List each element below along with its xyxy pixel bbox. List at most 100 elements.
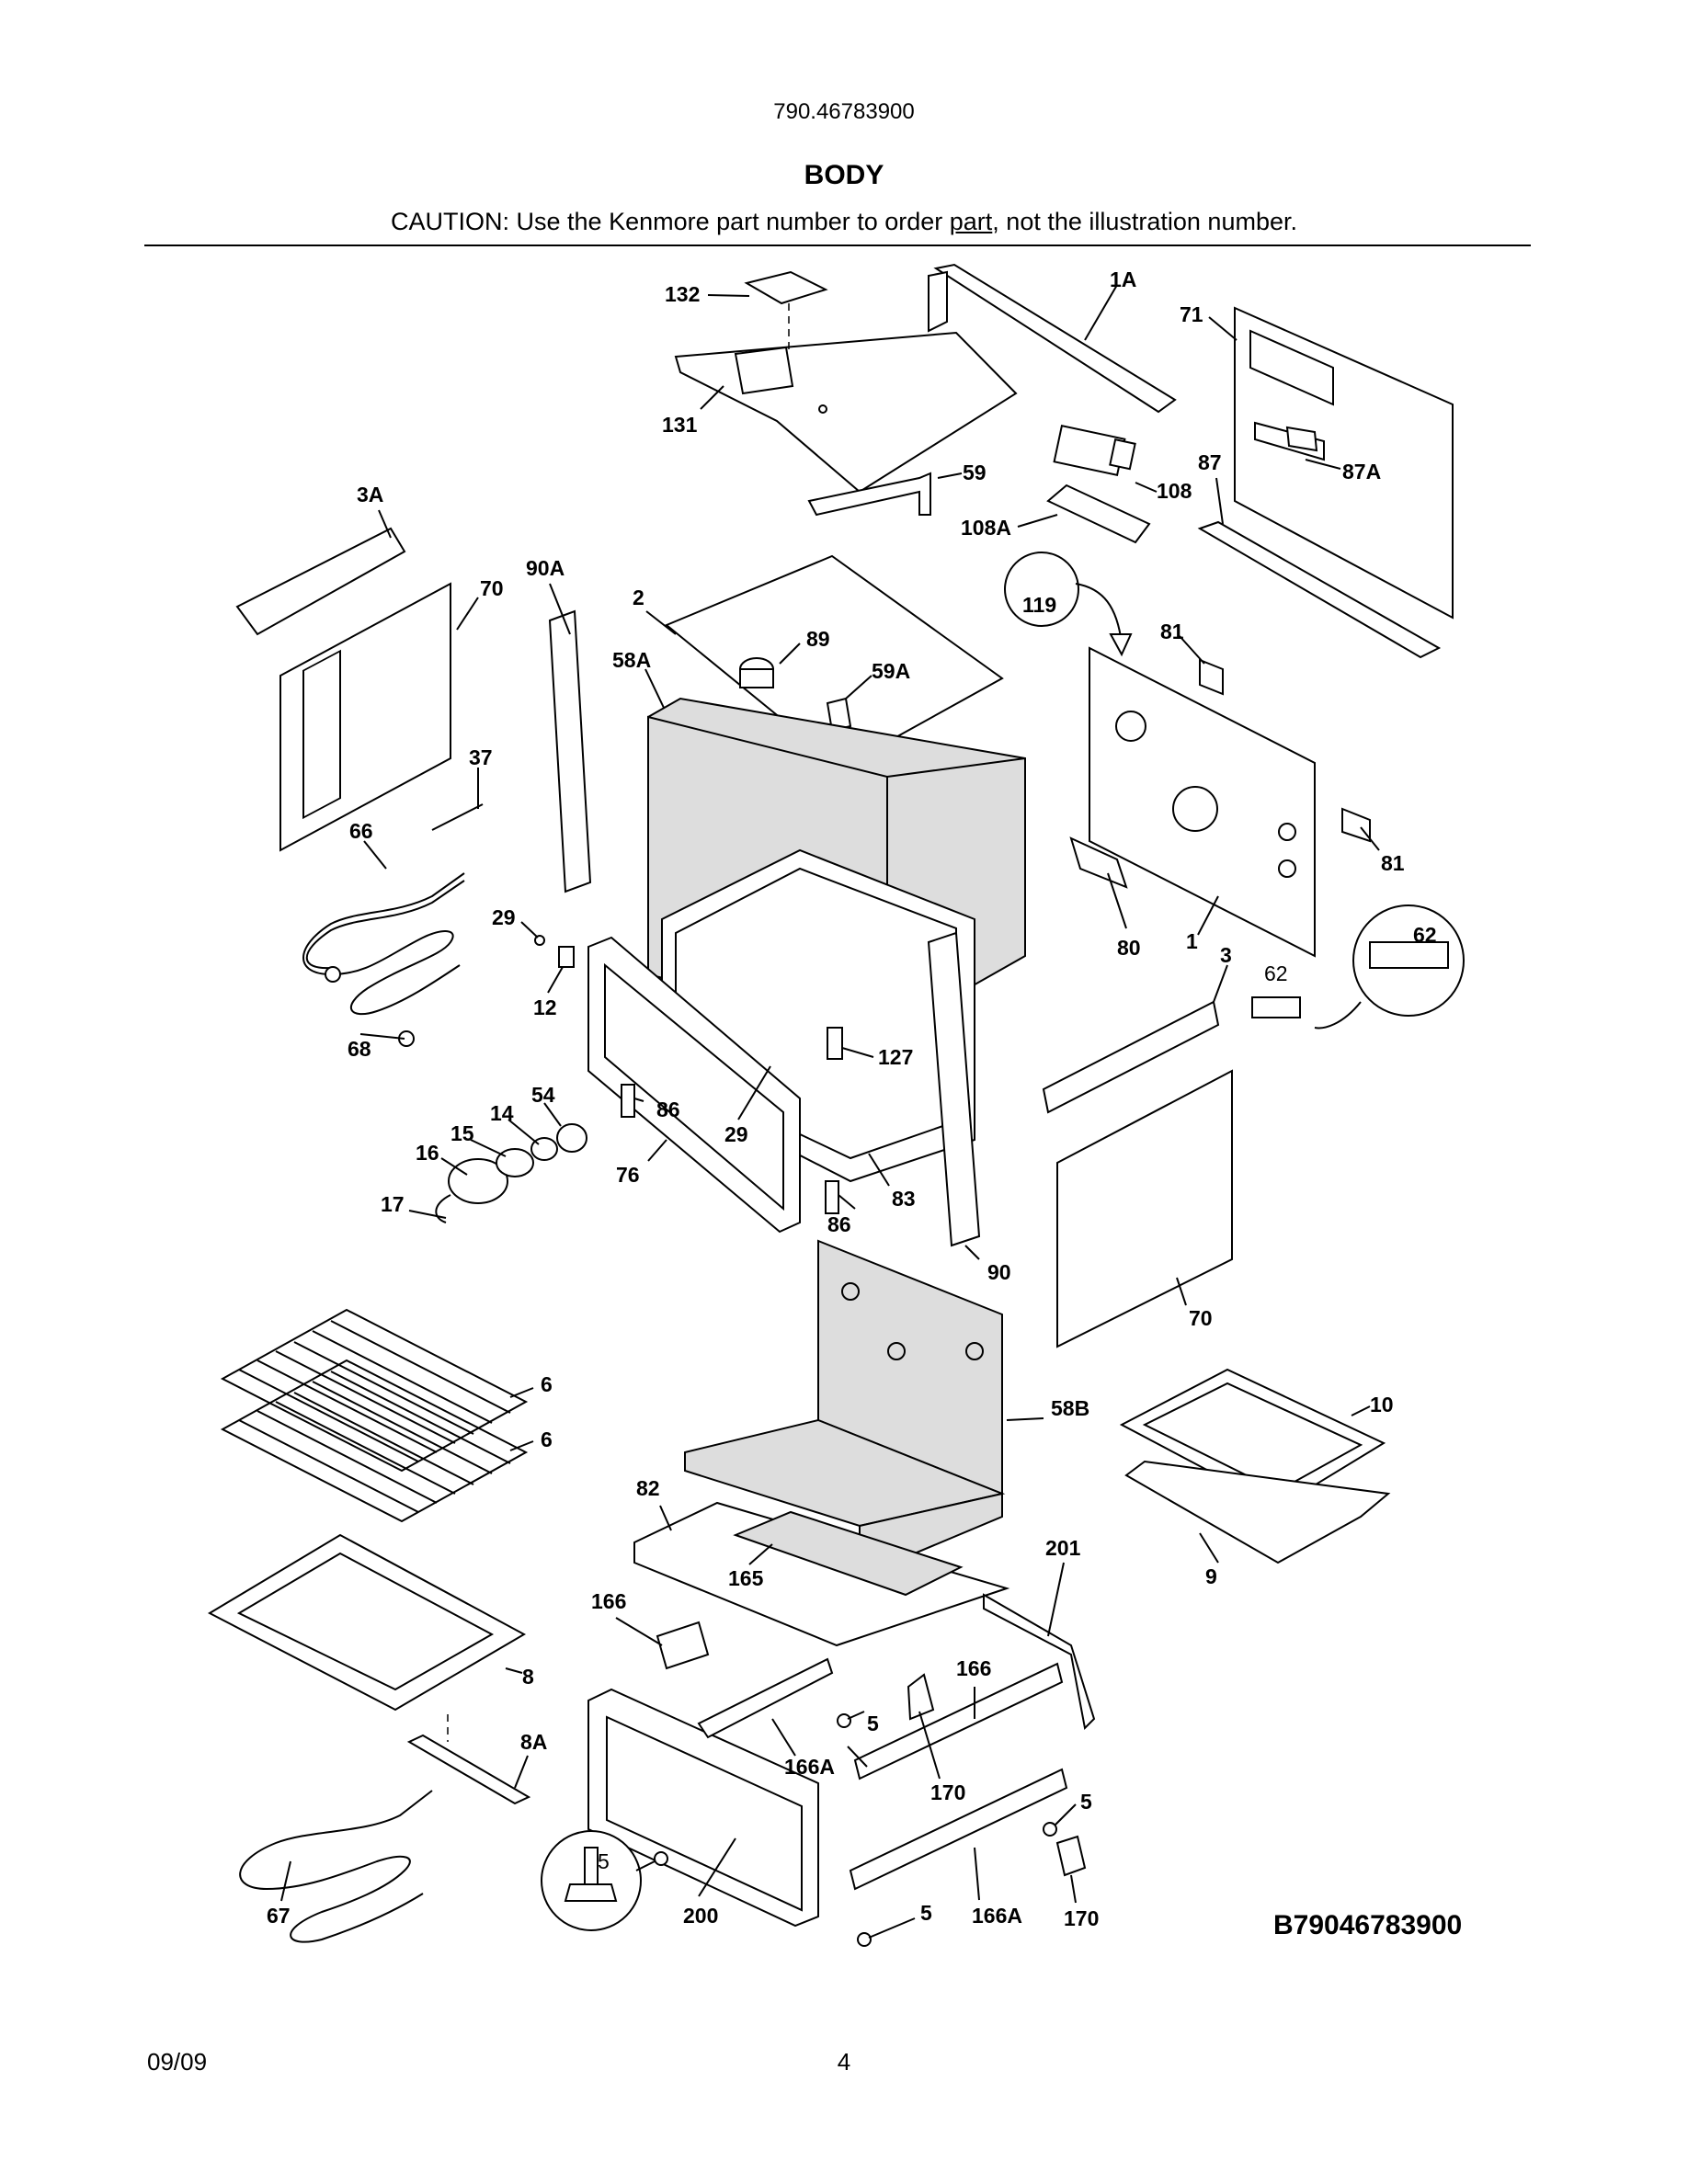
- front-frame-76: [587, 936, 801, 1234]
- label-5-leg: 5: [598, 1849, 610, 1873]
- label-6-top: 6: [541, 1372, 553, 1396]
- label-2: 2: [633, 586, 644, 609]
- label-3: 3: [1220, 943, 1232, 967]
- cover-54: [556, 1123, 587, 1153]
- label-37: 37: [469, 745, 493, 769]
- broiler-pan-9: [1124, 1460, 1391, 1564]
- light-socket-12: [558, 946, 575, 968]
- label-1: 1: [1186, 929, 1198, 953]
- label-87A: 87A: [1342, 460, 1381, 483]
- back-panel-71: [1234, 306, 1454, 620]
- label-5-a: 5: [867, 1712, 879, 1735]
- base-panel-82: [633, 1501, 1010, 1647]
- label-66: 66: [349, 819, 373, 843]
- bracket-170-bottom: [1055, 1835, 1087, 1877]
- label-86-top: 86: [656, 1098, 680, 1121]
- wire-17: [435, 1194, 451, 1223]
- label-76: 76: [616, 1163, 640, 1187]
- rear-panel-1: [1089, 646, 1316, 958]
- label-119: 119: [1022, 593, 1056, 617]
- bracket-80: [1069, 836, 1128, 889]
- label-1A: 1A: [1110, 267, 1136, 291]
- diagram-code: B79046783900: [1273, 1910, 1462, 1940]
- label-67: 67: [267, 1904, 291, 1928]
- caution-text-end: , not the illustration number.: [992, 208, 1297, 235]
- oven-rack-6-bottom: [220, 1359, 529, 1523]
- label-8A: 8A: [520, 1730, 547, 1754]
- hinge-86-top: [621, 1084, 635, 1118]
- drawer-glass-8: [207, 1533, 527, 1712]
- bracket-3A: [235, 527, 406, 636]
- label-108A: 108A: [961, 516, 1011, 540]
- leg-5-small-c: [654, 1851, 668, 1866]
- terminal-block-62: [1251, 996, 1301, 1018]
- label-166A-right: 166A: [972, 1904, 1022, 1928]
- leg-5-small-d: [857, 1932, 872, 1947]
- label-89: 89: [806, 627, 830, 651]
- page-number: 4: [837, 2048, 851, 2076]
- label-10: 10: [1370, 1393, 1394, 1416]
- label-62-callout: 62: [1413, 923, 1437, 947]
- label-58B: 58B: [1051, 1396, 1089, 1420]
- label-14: 14: [490, 1101, 514, 1125]
- label-5-b: 5: [1080, 1790, 1092, 1814]
- label-12: 12: [533, 995, 557, 1019]
- oven-rack-6-top: [220, 1308, 529, 1473]
- rear-bracket-1A: [928, 263, 1177, 414]
- bracket-108A: [1046, 483, 1151, 544]
- model-number: 790.46783900: [773, 99, 915, 124]
- hi-limit-119-callout: [1004, 552, 1133, 657]
- label-131: 131: [662, 413, 698, 437]
- bake-element-66: [302, 872, 465, 1016]
- label-59: 59: [963, 461, 987, 484]
- sensor-89: [739, 657, 774, 688]
- label-68: 68: [348, 1037, 371, 1061]
- insulation-90: [927, 931, 981, 1247]
- leg-5-small-a: [837, 1713, 851, 1728]
- label-29-left: 29: [492, 905, 516, 929]
- label-71: 71: [1180, 302, 1203, 326]
- bracket-3: [1042, 1000, 1220, 1114]
- label-200: 200: [683, 1904, 718, 1928]
- label-81-top: 81: [1160, 620, 1184, 643]
- bracket-8A: [406, 1734, 531, 1805]
- label-70-top: 70: [480, 576, 504, 600]
- page-title: BODY: [804, 160, 884, 190]
- drawer-rail-166A-left: [697, 1657, 834, 1739]
- label-90: 90: [987, 1260, 1011, 1284]
- leveling-leg-5: [541, 1830, 642, 1931]
- hinge-86-bottom: [825, 1180, 839, 1214]
- heat-shield-132: [744, 270, 828, 305]
- side-panel-70-right: [1056, 1069, 1233, 1348]
- label-3A: 3A: [357, 483, 383, 506]
- label-165: 165: [728, 1566, 764, 1590]
- label-59A: 59A: [872, 659, 910, 683]
- label-166-left: 166: [591, 1589, 626, 1613]
- label-80: 80: [1117, 936, 1141, 960]
- leg-5-small-b: [1043, 1822, 1057, 1837]
- label-17: 17: [381, 1192, 405, 1216]
- label-8: 8: [522, 1665, 534, 1689]
- bulb-15: [496, 1148, 534, 1177]
- callout-arrow-62: [1314, 1001, 1362, 1029]
- label-81-right: 81: [1381, 851, 1405, 875]
- header-rule: [144, 245, 1531, 246]
- drawer-slides-166: [656, 1621, 1064, 1780]
- bracket-81-top: [1199, 658, 1224, 696]
- label-83: 83: [892, 1187, 916, 1211]
- footer-date: 09/09: [147, 2048, 208, 2076]
- insulation-90A: [548, 609, 592, 893]
- label-70-right: 70: [1189, 1306, 1213, 1330]
- bracket-170-top: [907, 1673, 935, 1721]
- label-15: 15: [451, 1121, 474, 1145]
- vent-tube-59: [807, 472, 931, 517]
- label-9: 9: [1205, 1564, 1217, 1588]
- side-panel-70-left: [279, 582, 451, 852]
- label-86-bottom: 86: [827, 1212, 851, 1236]
- bracket-81-side: [1341, 807, 1371, 843]
- leader-lines: [280, 284, 1380, 1939]
- label-170-bottom: 170: [1064, 1906, 1099, 1930]
- label-166-right: 166: [956, 1656, 991, 1680]
- label-62: 62: [1264, 961, 1288, 985]
- label-82: 82: [636, 1476, 660, 1500]
